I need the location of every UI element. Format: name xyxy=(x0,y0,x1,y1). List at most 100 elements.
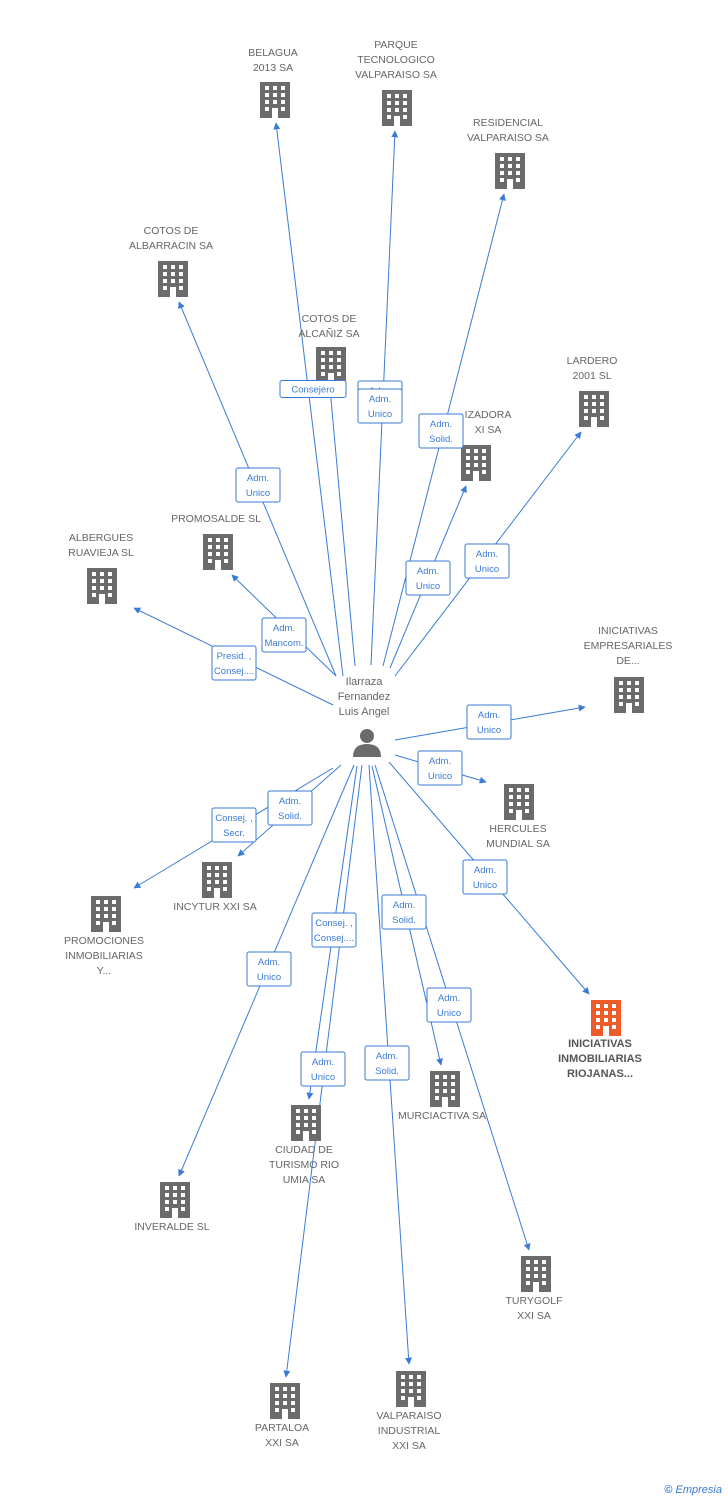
building-icon xyxy=(270,1383,300,1419)
building-icon xyxy=(579,391,609,427)
role-label-hercules[interactable]: Adm.Unico xyxy=(417,750,463,786)
brand-logo: Empresia xyxy=(675,1484,722,1496)
role-box xyxy=(464,543,510,579)
role-label-valparaiso-ind[interactable]: Adm.Solid. xyxy=(364,1045,410,1081)
person-icon xyxy=(353,729,381,757)
role-box xyxy=(405,560,451,596)
role-box xyxy=(246,951,292,987)
role-label-incytur[interactable]: Adm.Solid. xyxy=(267,790,313,826)
role-text: Adm.Solid. xyxy=(375,1051,399,1077)
role-label-ciudad[interactable]: Consej. ,Consej.... xyxy=(311,912,357,948)
role-box xyxy=(279,380,347,398)
company-name: INVERALDE SL xyxy=(134,1221,209,1233)
role-label-belagua[interactable]: Adm.Unico xyxy=(357,388,403,424)
role-label-murciactiva[interactable]: Adm.Solid. xyxy=(381,894,427,930)
company-node-promosalde[interactable]: PROMOSALDE SL xyxy=(171,513,261,570)
building-icon xyxy=(87,568,117,604)
company-name: MURCIACTIVA SA xyxy=(398,1110,486,1122)
role-label-promosalde[interactable]: Adm.Mancom. xyxy=(261,617,307,653)
role-box xyxy=(211,807,257,843)
company-name: INCYTUR XXI SA xyxy=(173,901,256,913)
footer-brand[interactable]: © Empresia xyxy=(664,1484,722,1496)
building-icon xyxy=(203,534,233,570)
role-text: Adm.Unico xyxy=(428,756,452,782)
role-box xyxy=(381,894,427,930)
building-icon xyxy=(396,1371,426,1407)
role-text: Adm.Solid. xyxy=(392,900,416,926)
company-name: PROMOSALDE SL xyxy=(171,513,261,525)
role-label-cotos-alcaniz[interactable]: Consejero xyxy=(279,380,347,398)
role-box xyxy=(418,413,464,449)
building-icon xyxy=(591,1000,621,1036)
role-box xyxy=(357,388,403,424)
role-text: Adm.Unico xyxy=(246,473,270,499)
role-label-iniciativas-emp[interactable]: Adm.Unico xyxy=(466,704,512,740)
building-icon xyxy=(521,1256,551,1292)
role-text: Adm.Unico xyxy=(416,566,440,592)
role-box xyxy=(364,1045,410,1081)
role-text: Adm.Solid. xyxy=(429,419,453,445)
role-box xyxy=(462,859,508,895)
role-box xyxy=(267,790,313,826)
company-node-inveralde[interactable]: INVERALDE SL xyxy=(134,1182,210,1233)
role-box xyxy=(211,645,257,681)
role-label-lardero[interactable]: Adm.Unico xyxy=(464,543,510,579)
role-box xyxy=(426,987,472,1023)
role-label-urbanizadora[interactable]: Adm.Unico xyxy=(405,560,451,596)
company-node-murciactiva[interactable]: MURCIACTIVA SA xyxy=(398,1071,486,1122)
role-label-promociones[interactable]: Consej. ,Secr. xyxy=(211,807,257,843)
role-label-inveralde[interactable]: Adm.Unico xyxy=(246,951,292,987)
role-text: Adm.Solid. xyxy=(278,796,302,822)
building-icon xyxy=(91,896,121,932)
role-label-residencial[interactable]: Adm.Solid. xyxy=(418,413,464,449)
role-label-iniciativas-rio[interactable]: Adm.Unico xyxy=(462,859,508,895)
role-box xyxy=(466,704,512,740)
building-icon xyxy=(382,90,412,126)
role-label-cotos-albarracin[interactable]: Adm.Unico xyxy=(235,467,281,503)
role-text: Adm.Mancom. xyxy=(264,623,303,649)
role-text: Presid. ,Consej.... xyxy=(214,651,254,677)
role-text: Consej. ,Consej.... xyxy=(314,918,354,944)
building-icon xyxy=(495,153,525,189)
role-label-partaloa[interactable]: Adm.Unico xyxy=(300,1051,346,1087)
building-icon xyxy=(160,1182,190,1218)
role-text: Consej. ,Secr. xyxy=(215,813,253,839)
building-icon xyxy=(461,445,491,481)
role-label-albergues[interactable]: Presid. ,Consej.... xyxy=(211,645,257,681)
building-icon xyxy=(430,1071,460,1107)
company-node-incytur[interactable]: INCYTUR XXI SA xyxy=(173,862,257,913)
role-label-turygolf[interactable]: Adm.Unico xyxy=(426,987,472,1023)
edge-cotos-alcaniz xyxy=(327,387,356,667)
